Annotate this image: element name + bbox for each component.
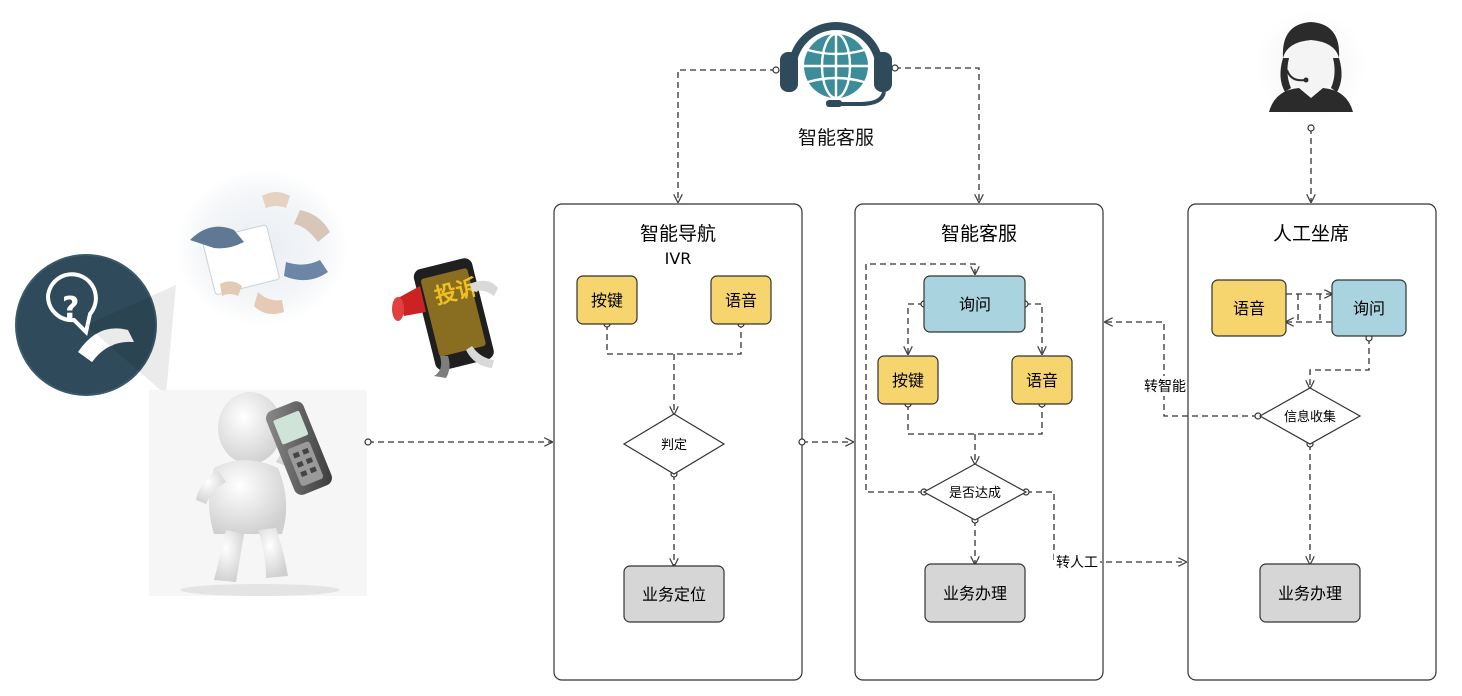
help-phone-icon: ? <box>15 254 176 396</box>
agent-voice-node: 语音 <box>1211 279 1287 337</box>
nav-voice-node: 语音 <box>710 275 772 325</box>
smart-key-label: 按键 <box>892 371 924 390</box>
nav-voice-label: 语音 <box>725 291 757 310</box>
agent-voice-label: 语音 <box>1233 299 1265 318</box>
agent-inquiry-label: 询问 <box>1353 299 1385 318</box>
lane-smart-cs <box>854 203 1104 681</box>
nav-key-node: 按键 <box>576 275 638 325</box>
nav-decision-label: 判定 <box>661 438 687 453</box>
agent-avatar-icon <box>1255 10 1367 122</box>
smart-voice-label: 语音 <box>1026 371 1058 390</box>
svg-text:?: ? <box>62 291 79 326</box>
nav-result-label: 业务定位 <box>642 585 706 604</box>
agent-result-node: 业务办理 <box>1259 563 1361 623</box>
smart-cs-top-label: 智能客服 <box>798 127 874 149</box>
nav-result-node: 业务定位 <box>623 565 725 623</box>
smart-voice-node: 语音 <box>1011 355 1073 405</box>
meeting-photo <box>176 170 348 326</box>
agent-decision-label: 信息收集 <box>1284 409 1336 425</box>
agent-inquiry-node: 询问 <box>1331 279 1407 337</box>
agent-lane-title: 人工坐席 <box>1273 223 1349 245</box>
smart-lane-title: 智能客服 <box>941 223 1017 245</box>
smart-decision-node: 是否达成 <box>922 463 1028 521</box>
agent-decision-node: 信息收集 <box>1258 387 1362 445</box>
nav-decision-node: 判定 <box>622 413 726 475</box>
nav-lane-title: 智能导航 <box>640 223 716 245</box>
globe-headset-icon <box>780 22 892 107</box>
smart-inquiry-label: 询问 <box>959 295 991 314</box>
smart-inquiry-node: 询问 <box>923 275 1026 333</box>
connector-lines <box>368 67 1370 566</box>
smart-decision-label: 是否达成 <box>949 486 1001 501</box>
caller-person-image <box>149 390 367 596</box>
agent-result-label: 业务办理 <box>1278 584 1342 603</box>
to-agent-label: 转人工 <box>1056 555 1098 571</box>
smart-key-node: 按键 <box>877 355 939 405</box>
smart-result-label: 业务办理 <box>943 584 1007 603</box>
complaint-phone-icon: 投诉 <box>392 258 498 378</box>
smart-result-node: 业务办理 <box>924 563 1026 623</box>
nav-key-label: 按键 <box>591 291 623 310</box>
nav-lane-subtitle: IVR <box>665 249 692 268</box>
to-smart-label: 转智能 <box>1144 379 1186 395</box>
